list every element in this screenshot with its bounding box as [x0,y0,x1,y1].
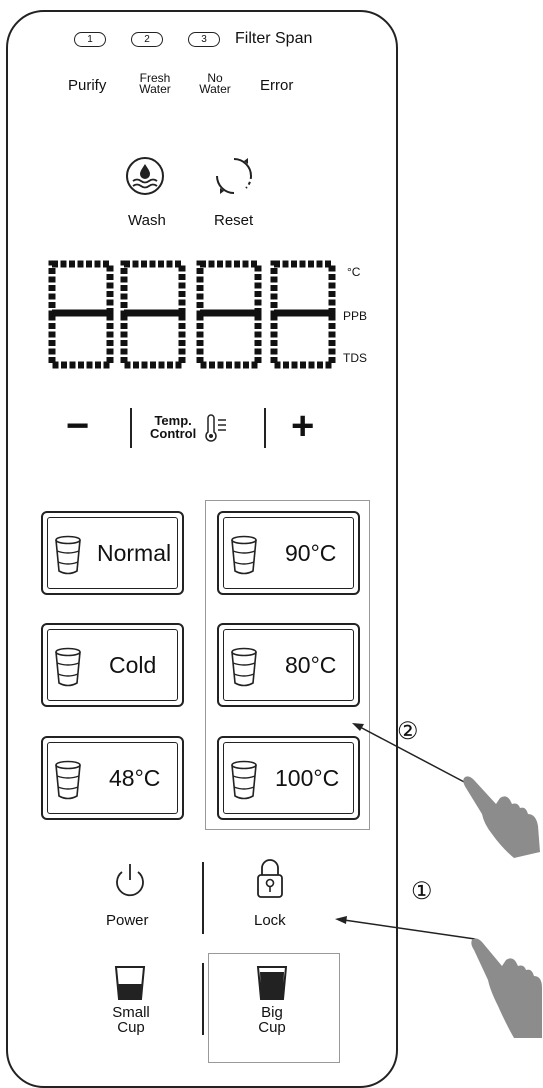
temp-100-button[interactable]: 100°C [217,736,360,820]
wash-label: Wash [128,212,166,229]
temp-48-button[interactable]: 48°C [41,736,184,820]
power-icon[interactable] [113,862,147,900]
normal-label: Normal [97,539,172,566]
reset-icon[interactable] [213,155,255,197]
power-label: Power [106,912,149,929]
small-cup-icon[interactable] [113,964,147,1002]
temp-90-label: 90°C [285,539,337,566]
error-label: Error [260,77,294,94]
thermometer-icon [205,414,226,442]
divider [202,862,204,934]
unit-ppb: PPB [343,309,368,323]
divider [202,963,204,1035]
minus-button[interactable]: − [66,404,90,448]
callout-1: ① [411,878,433,905]
unit-celsius: °C [347,265,361,279]
hand-pointer-icon [471,938,542,1038]
glass-icon [55,760,81,800]
glass-icon [231,647,257,687]
filter-indicator-3: 3 [188,32,220,47]
plus-button[interactable]: + [291,404,315,448]
temp-48-label: 48°C [109,764,161,791]
divider [130,408,132,448]
big-cup-icon[interactable] [255,964,289,1002]
callout-arrows [335,723,476,940]
hand-pointer-icon [463,776,540,858]
lock-label: Lock [254,912,286,929]
callout-2: ② [397,718,419,745]
normal-button[interactable]: Normal [41,511,184,595]
glass-icon [231,760,257,800]
temp-80-label: 80°C [285,651,337,678]
filter-indicator-2: 2 [131,32,163,47]
temp-80-button[interactable]: 80°C [217,623,360,707]
temp-90-button[interactable]: 90°C [217,511,360,595]
filter-span-label: Filter Span [235,30,313,47]
wash-icon[interactable] [124,155,166,197]
reset-label: Reset [214,212,254,229]
display-digit-4 [270,260,336,369]
filter-indicator-1: 1 [74,32,106,47]
divider [264,408,266,448]
display-digit-1 [48,260,114,369]
purify-label: Purify [68,77,107,94]
display-digit-2 [120,260,186,369]
display-digit-3 [196,260,262,369]
big-cup-selected-box [208,953,340,1063]
temp-100-label: 100°C [275,764,340,791]
cold-label: Cold [109,651,157,678]
lock-icon[interactable] [255,857,285,901]
glass-icon [55,535,81,575]
glass-icon [231,535,257,575]
glass-icon [55,647,81,687]
temp-control-label: Temp.Control [150,413,197,441]
unit-tds: TDS [343,351,367,365]
hot-water-group [205,500,370,830]
cold-button[interactable]: Cold [41,623,184,707]
